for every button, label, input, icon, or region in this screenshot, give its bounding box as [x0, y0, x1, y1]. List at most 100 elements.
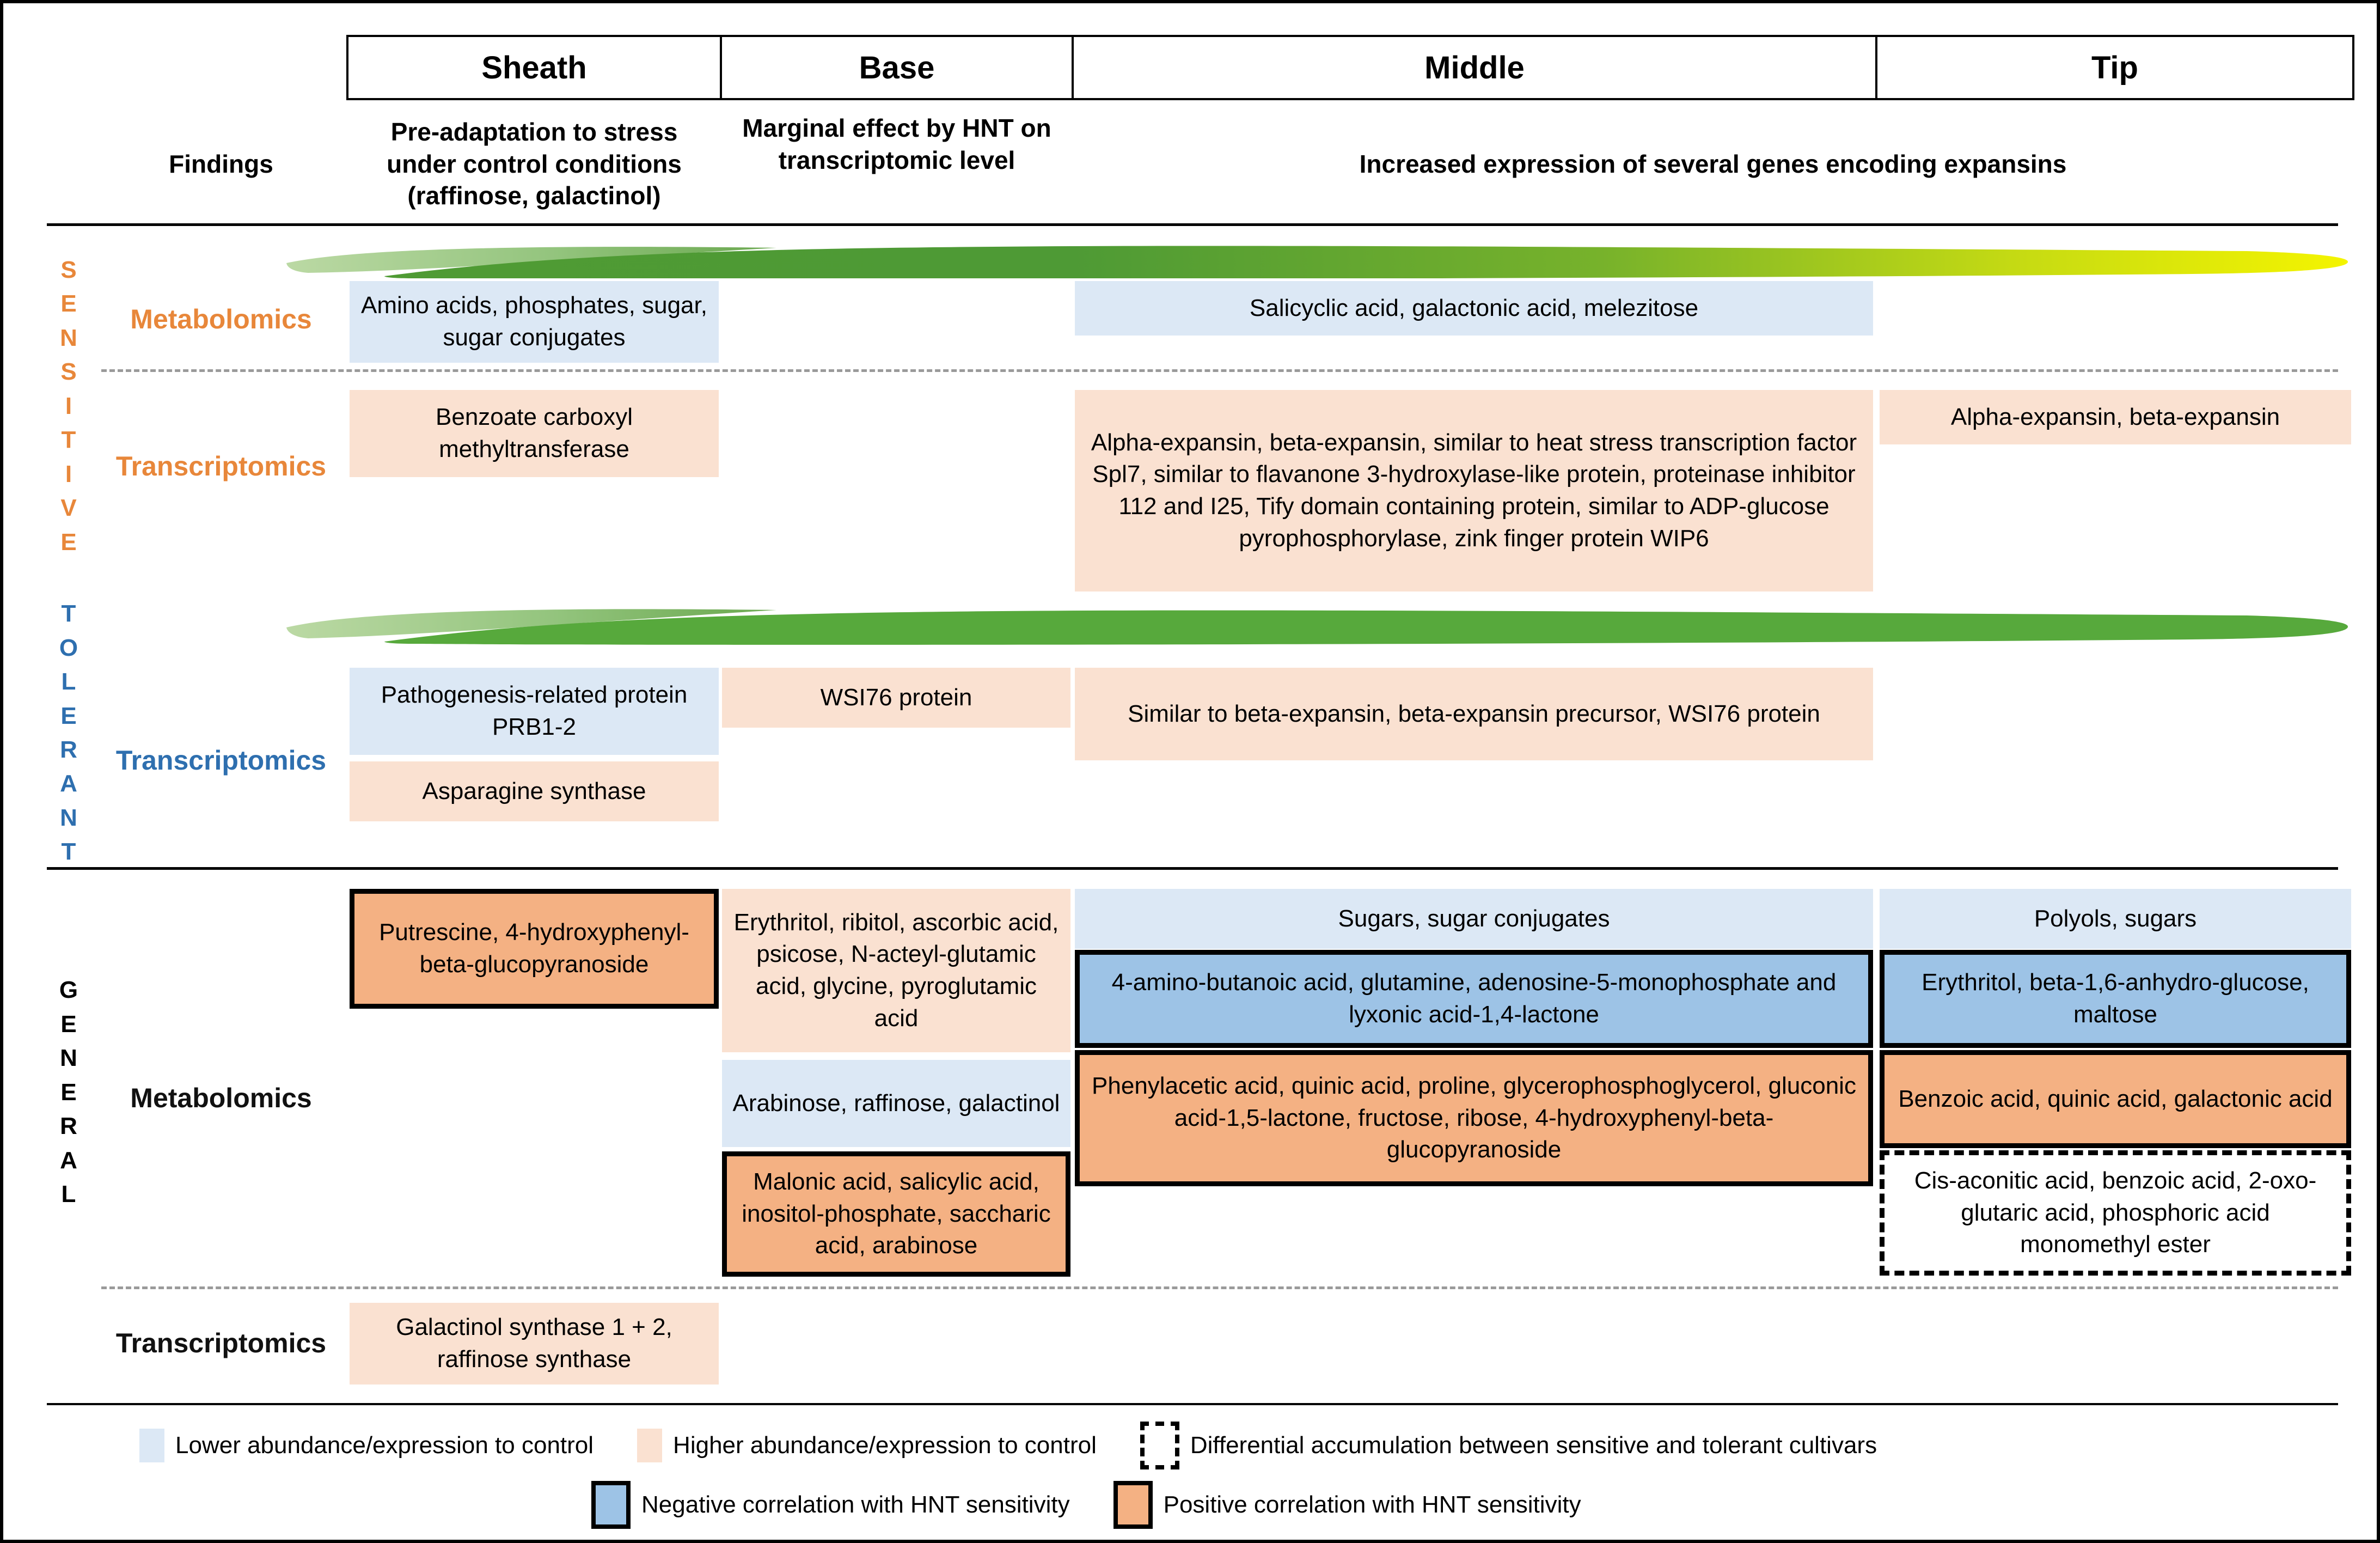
- group-letter: R: [60, 1113, 77, 1140]
- group-letter: I: [65, 392, 72, 419]
- cell-text: Galactinol synthase 1 + 2, raffinose syn…: [396, 1314, 672, 1373]
- findings-sheath: Pre-adaptation to stress under control c…: [346, 107, 722, 221]
- row-label-text: Transcriptomics: [115, 451, 327, 481]
- cell-text: Similar to beta-expansin, beta-expansin …: [1128, 700, 1820, 727]
- leaf-graphic-tolerant: [286, 596, 2350, 648]
- findings-base: Marginal effect by HNT on transcriptomic…: [720, 107, 1074, 221]
- group-letter: T: [61, 600, 76, 627]
- group-letter: V: [60, 495, 77, 522]
- row-label-text: Metabolomics: [130, 304, 312, 334]
- legend-swatch-negative-correlation: [591, 1481, 631, 1529]
- cell-general-metabolomics-middle-negative: 4-amino-butanoic acid, glutamine, adenos…: [1075, 950, 1873, 1048]
- cell-text: Malonic acid, salicylic acid, inositol-p…: [742, 1168, 1051, 1259]
- column-header-middle: Middle: [1072, 35, 1877, 100]
- column-header-label: Sheath: [481, 50, 587, 86]
- cell-text: Alpha-expansin, beta-expansin, similar t…: [1091, 429, 1857, 552]
- legend-item-higher-abundance: Higher abundance/expression to control: [637, 1429, 1097, 1462]
- leaf-graphic-sensitive: [286, 229, 2350, 278]
- group-letter: N: [60, 804, 77, 831]
- column-header-label: Middle: [1424, 50, 1525, 86]
- divider-sensitive-inner: [101, 369, 2338, 372]
- divider-general-inner: [101, 1286, 2338, 1289]
- legend-swatch-positive-correlation: [1113, 1481, 1153, 1529]
- legend-row-2: Negative correlation with HNT sensitivit…: [591, 1480, 2279, 1529]
- row-label-general-metabolomics: Metabolomics: [101, 1065, 341, 1131]
- cell-tolerant-transcriptomics-middle: Similar to beta-expansin, beta-expansin …: [1075, 668, 1873, 760]
- column-header-label: Base: [859, 50, 935, 86]
- cell-text: Erythritol, beta-1,6-anhydro-glucose, ma…: [1922, 969, 2309, 1028]
- row-label-sensitive-transcriptomics: Transcriptomics: [101, 434, 341, 499]
- group-letter: E: [60, 290, 77, 318]
- legend-label: Negative correlation with HNT sensitivit…: [641, 1491, 1070, 1518]
- group-letter: A: [60, 770, 77, 797]
- cell-text: WSI76 protein: [820, 684, 972, 711]
- group-letter: L: [61, 668, 76, 696]
- group-letter: A: [60, 1146, 77, 1174]
- legend-row-1: Lower abundance/expression to control Hi…: [139, 1422, 2263, 1469]
- cell-general-metabolomics-middle-positive: Phenylacetic acid, quinic acid, proline,…: [1075, 1050, 1873, 1186]
- divider-bottom-rule: [47, 1403, 2338, 1405]
- cell-text: Benzoic acid, quinic acid, galactonic ac…: [1898, 1085, 2333, 1112]
- cell-general-metabolomics-base-higher: Erythritol, ribitol, ascorbic acid, psic…: [722, 889, 1070, 1052]
- group-letter: E: [60, 528, 77, 556]
- group-letter: N: [60, 1045, 77, 1072]
- legend-item-negative-correlation: Negative correlation with HNT sensitivit…: [591, 1481, 1070, 1529]
- cell-text: Alpha-expansin, beta-expansin: [1950, 403, 2280, 430]
- cell-sensitive-metabolomics-sheath: Amino acids, phosphates, sugar, sugar co…: [350, 281, 719, 363]
- cell-general-metabolomics-tip-negative: Erythritol, beta-1,6-anhydro-glucose, ma…: [1880, 950, 2351, 1048]
- column-header-tip: Tip: [1875, 35, 2354, 100]
- group-letter: N: [60, 324, 77, 351]
- group-letter: R: [60, 736, 77, 763]
- cell-text: Amino acids, phosphates, sugar, sugar co…: [361, 292, 707, 351]
- row-label-text: Transcriptomics: [115, 745, 327, 776]
- findings-middle-tip-text: Increased expression of several genes en…: [1359, 149, 2067, 178]
- divider-general-rule: [47, 867, 2338, 870]
- legend-item-positive-correlation: Positive correlation with HNT sensitivit…: [1113, 1481, 1581, 1529]
- cell-text: Putrescine, 4-hydroxyphenyl-beta-glucopy…: [379, 919, 689, 978]
- cell-general-metabolomics-middle-lower: Sugars, sugar conjugates: [1075, 889, 1873, 949]
- column-header-label: Tip: [2091, 50, 2138, 86]
- cell-text: Salicyclic acid, galactonic acid, melezi…: [1249, 294, 1699, 321]
- cell-general-metabolomics-tip-positive: Benzoic acid, quinic acid, galactonic ac…: [1880, 1050, 2351, 1148]
- row-label-text: Transcriptomics: [115, 1328, 327, 1358]
- group-letter: E: [60, 1010, 77, 1038]
- cell-sensitive-transcriptomics-tip: Alpha-expansin, beta-expansin: [1880, 390, 2351, 444]
- row-label-sensitive-metabolomics: Metabolomics: [101, 286, 341, 352]
- findings-base-text: Marginal effect by HNT on transcriptomic…: [742, 114, 1051, 174]
- group-label-general: G E N E R A L: [47, 940, 90, 1245]
- cell-general-metabolomics-base-positive: Malonic acid, salicylic acid, inositol-p…: [722, 1151, 1070, 1277]
- group-letter: I: [65, 460, 72, 487]
- cell-text: 4-amino-butanoic acid, glutamine, adenos…: [1111, 969, 1837, 1028]
- row-label-text: Metabolomics: [130, 1083, 312, 1113]
- legend-label: Higher abundance/expression to control: [673, 1432, 1097, 1459]
- group-letter: L: [61, 1181, 76, 1208]
- findings-label: Findings: [101, 112, 341, 216]
- cell-general-transcriptomics-sheath: Galactinol synthase 1 + 2, raffinose syn…: [350, 1303, 719, 1385]
- column-header-base: Base: [720, 35, 1074, 100]
- cell-tolerant-transcriptomics-sheath-higher: Asparagine synthase: [350, 761, 719, 821]
- cell-text: Asparagine synthase: [422, 777, 646, 804]
- cell-text: Cis-aconitic acid, benzoic acid, 2-oxo-g…: [1914, 1167, 2317, 1258]
- cell-text: Sugars, sugar conjugates: [1338, 905, 1610, 932]
- cell-text: Polyols, sugars: [2034, 905, 2197, 932]
- legend-item-differential-accumulation: Differential accumulation between sensit…: [1140, 1422, 1877, 1469]
- cell-text: Pathogenesis-related protein PRB1-2: [381, 681, 688, 740]
- legend-swatch-differential-accumulation: [1140, 1422, 1179, 1469]
- cell-general-metabolomics-tip-lower: Polyols, sugars: [1880, 889, 2351, 949]
- cell-text: Benzoate carboxyl methyltransferase: [436, 404, 633, 462]
- findings-label-text: Findings: [169, 150, 273, 178]
- legend-item-lower-abundance: Lower abundance/expression to control: [139, 1429, 594, 1462]
- cell-tolerant-transcriptomics-sheath-lower: Pathogenesis-related protein PRB1-2: [350, 668, 719, 755]
- cell-general-metabolomics-base-lower: Arabinose, raffinose, galactinol: [722, 1060, 1070, 1147]
- legend-swatch-higher-abundance: [637, 1429, 663, 1462]
- cell-text: Phenylacetic acid, quinic acid, proline,…: [1092, 1072, 1856, 1163]
- group-letter: E: [60, 702, 77, 729]
- cell-sensitive-transcriptomics-middle: Alpha-expansin, beta-expansin, similar t…: [1075, 390, 1873, 591]
- findings-sheath-text: Pre-adaptation to stress under control c…: [387, 117, 682, 210]
- legend-swatch-lower-abundance: [139, 1429, 164, 1462]
- cell-text: Erythritol, ribitol, ascorbic acid, psic…: [733, 908, 1059, 1032]
- group-letter: T: [61, 838, 76, 865]
- cell-tolerant-transcriptomics-base: WSI76 protein: [722, 668, 1070, 728]
- group-letter: E: [60, 1078, 77, 1106]
- row-label-general-transcriptomics: Transcriptomics: [101, 1310, 341, 1376]
